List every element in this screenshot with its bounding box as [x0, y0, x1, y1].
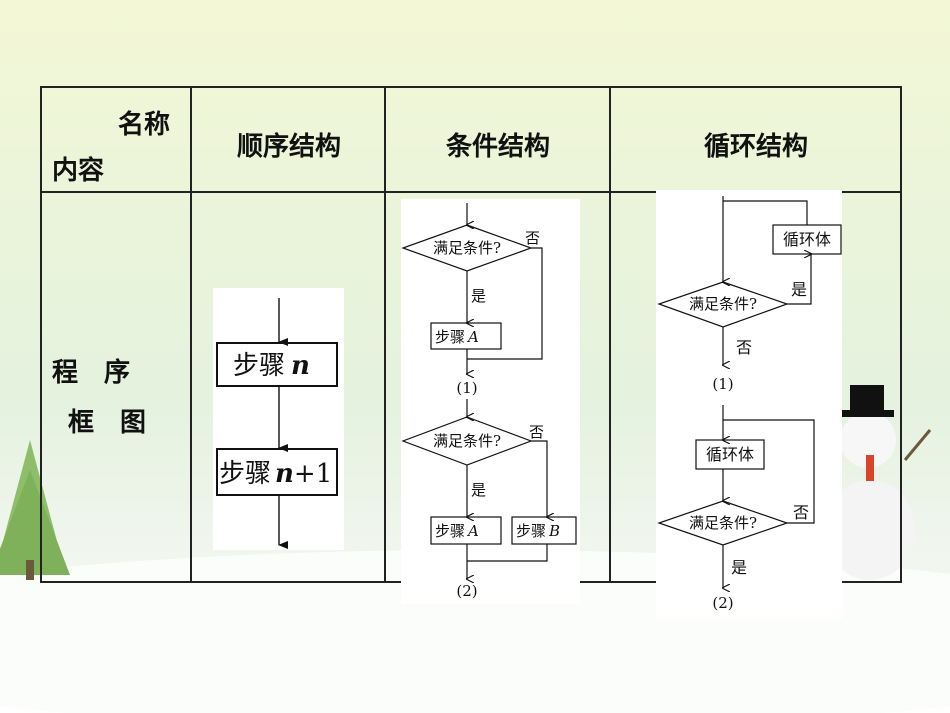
loop-flowchart: 循环体 满足条件? 是 否 (1) 循环体 满足条件? 否 是 (2) [656, 190, 842, 618]
loop2-caption: (2) [712, 594, 733, 612]
loop2-yes-label: 是 [731, 558, 747, 577]
corner-header-bottom: 内容 [52, 156, 105, 186]
loop2-no-label: 否 [793, 503, 809, 522]
loop1-no-label: 否 [736, 338, 752, 357]
cond1-condition: 满足条件? [433, 239, 501, 257]
loop1-body: 循环体 [783, 230, 831, 249]
cond1-yes-label: 是 [471, 287, 486, 305]
header-sequence: 顺序结构 [236, 132, 341, 162]
header-conditional: 条件结构 [445, 132, 550, 162]
cond2-yes-label: 是 [471, 481, 486, 499]
cond2-condition: 满足条件? [433, 432, 501, 450]
loop1-yes-label: 是 [791, 280, 807, 299]
cond1-caption: (1) [456, 379, 477, 397]
row-label-line2: 框 图 [68, 408, 147, 438]
loop2-condition: 满足条件? [689, 514, 757, 532]
header-loop: 循环结构 [703, 132, 808, 162]
cond2-no-label: 否 [529, 423, 544, 441]
loop1-caption: (1) [712, 375, 733, 393]
snowman-icon [825, 385, 932, 580]
loop2-body: 循环体 [706, 445, 754, 464]
row-label-line1: 程 序 [52, 358, 131, 388]
loop1-condition: 满足条件? [689, 295, 757, 313]
corner-header-top: 名称 [118, 110, 171, 140]
pine-tree-icon [0, 440, 70, 580]
cond1-no-label: 否 [525, 229, 540, 247]
cond2-caption: (2) [456, 582, 477, 600]
